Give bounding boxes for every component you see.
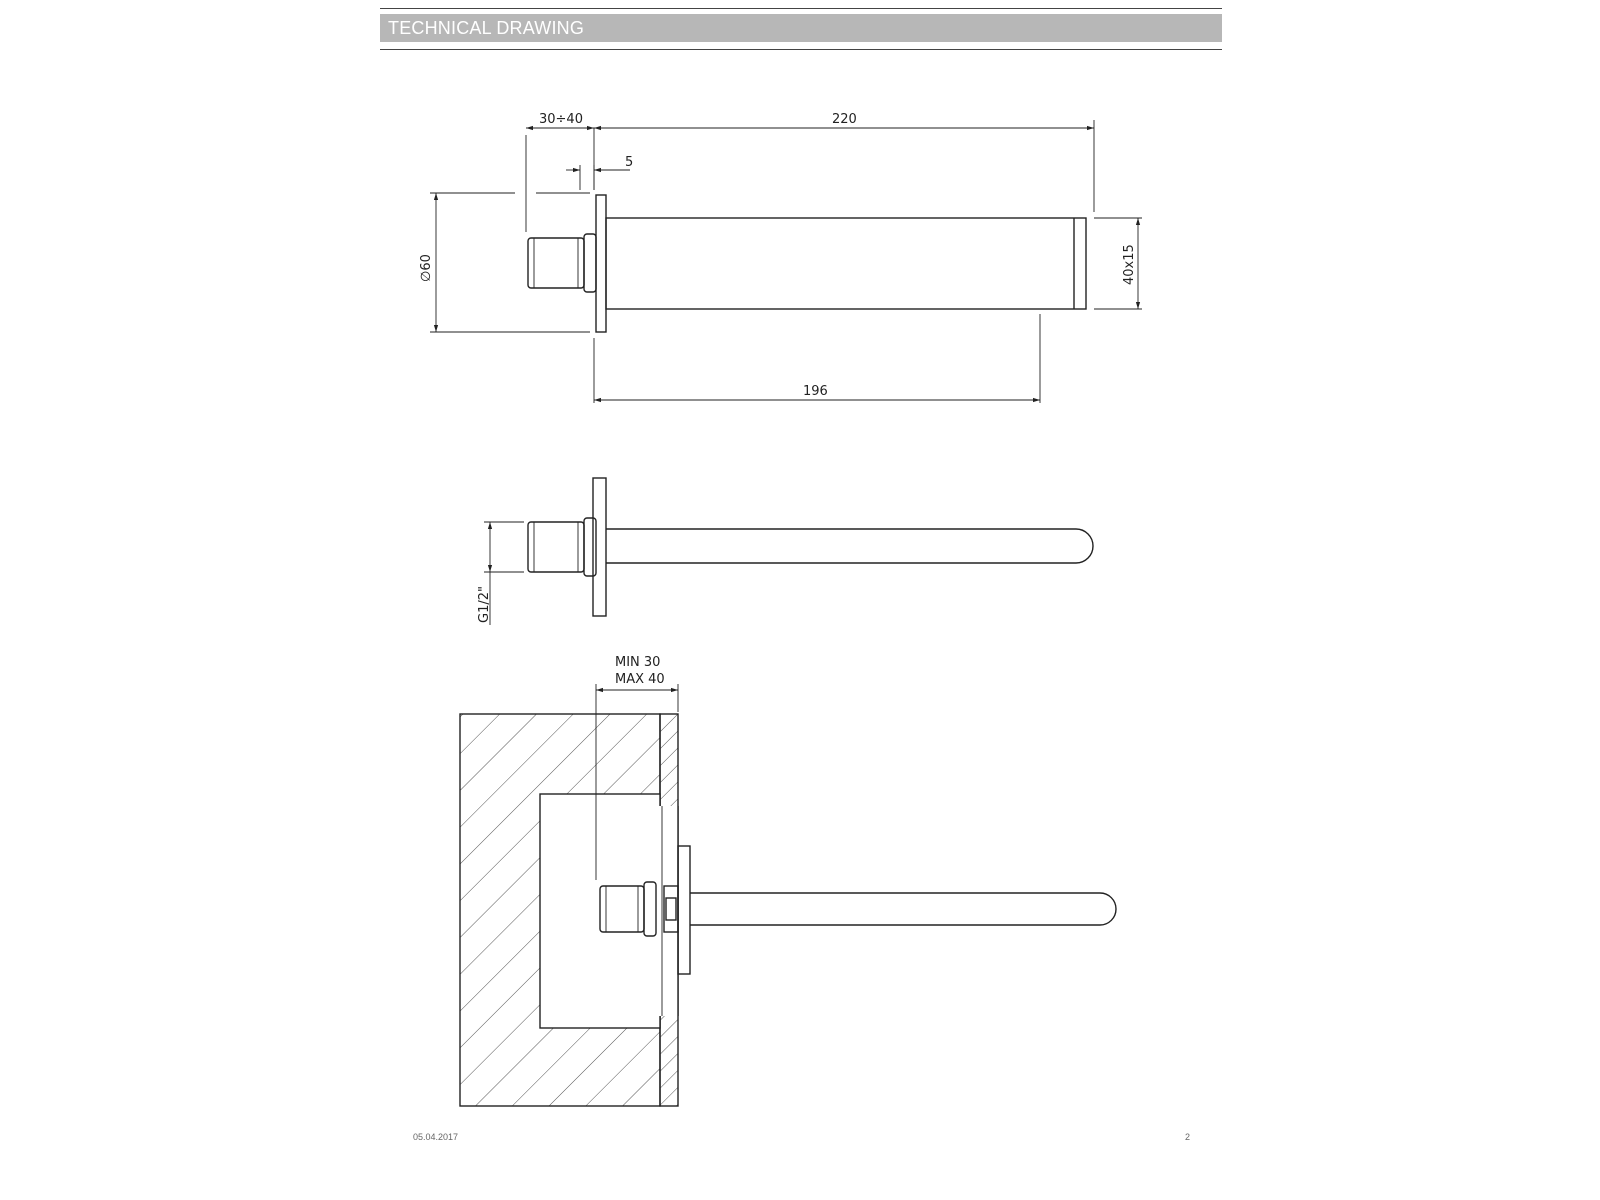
threaded-connector [527, 237, 585, 289]
wall-plate-installed [677, 845, 691, 975]
dim-wall-depth: 30÷40 [539, 112, 583, 127]
dim-thread: G1/2" [477, 586, 492, 623]
dim-plate-diameter: ∅60 [419, 254, 434, 282]
spout-installed [690, 892, 1117, 926]
dim-length-spout: 196 [803, 384, 828, 399]
page-title: TECHNICAL DRAWING [388, 18, 585, 38]
dim-spout-section: 40x15 [1122, 244, 1137, 285]
footer-date: 05.04.2017 [413, 1132, 459, 1142]
wall-plate-top [592, 477, 607, 617]
installation-section: MIN 30 MAX 40 [459, 655, 1117, 1107]
page-number: 2 [1185, 1132, 1191, 1142]
dim-plate-thickness: 5 [625, 155, 633, 170]
header-bar: TECHNICAL DRAWING [380, 14, 1222, 42]
dim-install-min: MIN 30 [615, 655, 660, 670]
spout-top [606, 528, 1094, 564]
header-bottom-rule [380, 49, 1222, 50]
header-top-rule [380, 8, 1222, 9]
spout-body [605, 217, 1087, 310]
dim-length-total: 220 [832, 112, 857, 127]
top-view: G1/2" [477, 477, 1094, 625]
dim-install-max: MAX 40 [615, 672, 665, 687]
wall-plate [595, 194, 607, 333]
threaded-connector-top [527, 521, 585, 573]
side-view: 30÷40 220 5 ∅60 40x15 196 [419, 112, 1142, 403]
